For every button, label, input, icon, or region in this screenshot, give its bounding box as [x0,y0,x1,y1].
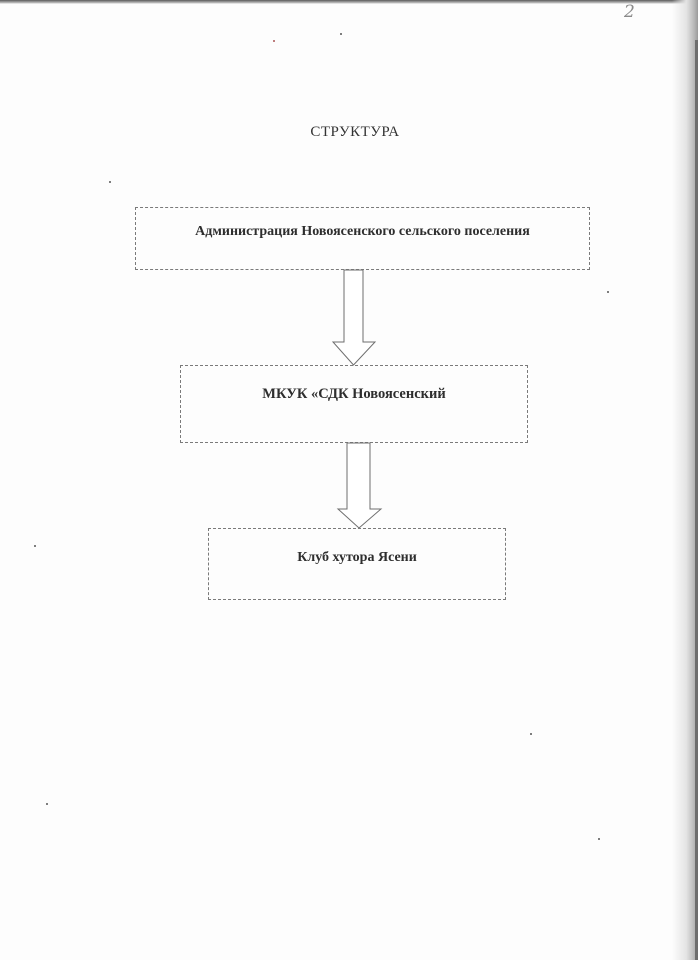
scan-top-edge [0,0,698,4]
scan-right-edge [695,40,698,960]
scan-speck [34,545,36,547]
scan-speck [340,33,342,35]
page-number: 2 [624,2,635,22]
node-mkuk-sdk: МКУК «СДК Новоясенский [180,365,528,443]
node-club-yaseni-label: Клуб хутора Ясени [297,550,417,565]
scan-speck [530,733,532,735]
page-title: СТРУКТУРА [310,124,400,140]
node-administration-label: Администрация Новоясенского сельского по… [195,224,530,239]
scan-right-shadow [672,0,698,960]
scan-speck [273,40,275,42]
arrow-mkuk-to-club [336,442,383,529]
node-administration: Администрация Новоясенского сельского по… [135,207,590,270]
scan-speck [598,838,600,840]
node-mkuk-sdk-label: МКУК «СДК Новоясенский [262,386,446,402]
node-club-yaseni: Клуб хутора Ясени [208,528,506,600]
scan-speck [46,803,48,805]
scan-speck [607,291,609,293]
arrow-admin-to-mkuk [331,269,377,366]
scan-speck [109,181,111,183]
